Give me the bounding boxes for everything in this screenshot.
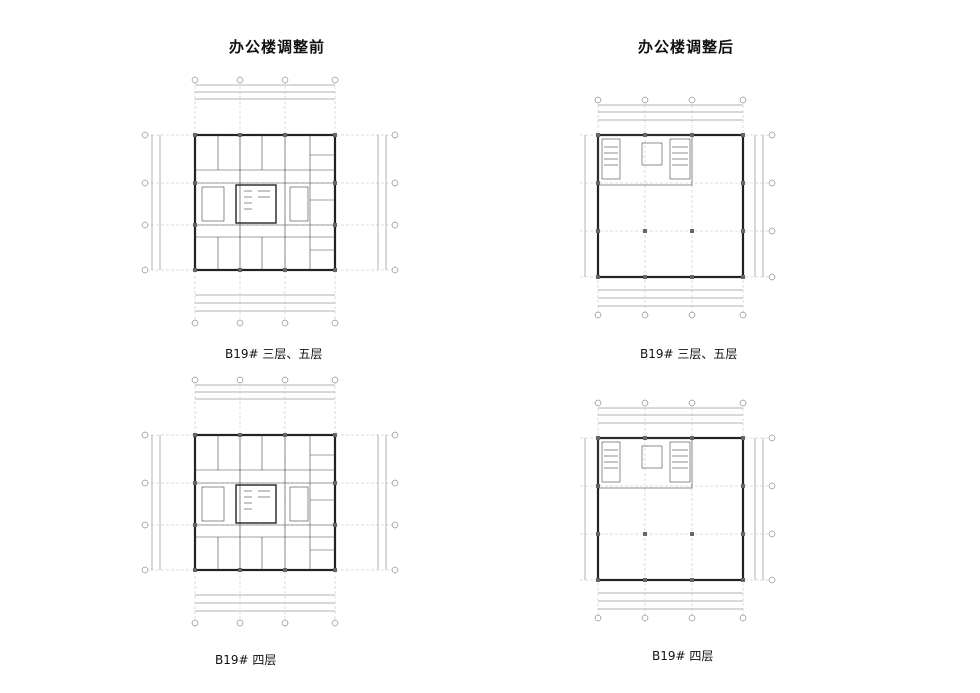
caption-after-3f-5f: B19# 三层、五层 (640, 347, 738, 361)
floor-plan-before-3f-5f (141, 76, 399, 327)
caption-before-4f: B19# 四层 (215, 653, 277, 667)
floor-plan-before-4f (141, 376, 399, 627)
floor-plan-after-3f-5f (580, 96, 776, 319)
floor-plan-after-4f (580, 399, 776, 622)
caption-after-4f: B19# 四层 (652, 649, 714, 663)
heading-after: 办公楼调整后 (638, 38, 735, 56)
caption-before-3f-5f: B19# 三层、五层 (225, 347, 323, 361)
heading-before: 办公楼调整前 (229, 38, 326, 56)
